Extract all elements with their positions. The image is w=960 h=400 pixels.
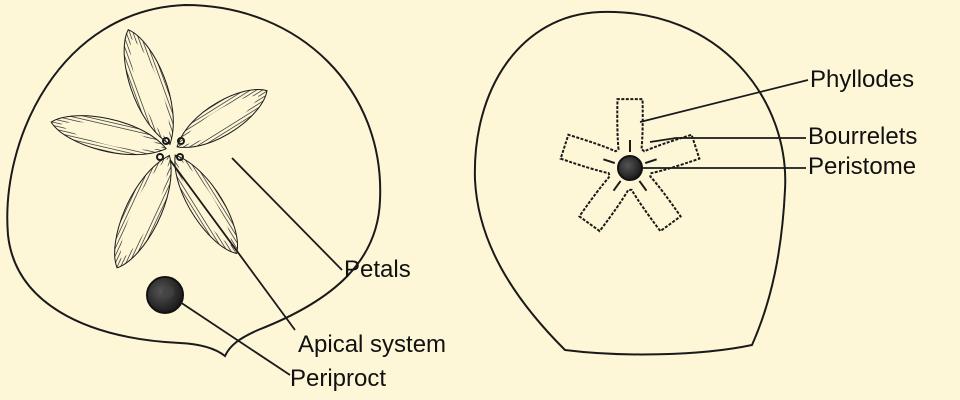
label-periproct: Periproct (290, 365, 386, 392)
label-apical-system: Apical system (298, 331, 446, 358)
peristome (618, 156, 642, 180)
label-bourrelets: Bourrelets (808, 123, 917, 150)
label-petals: Petals (344, 256, 411, 283)
label-peristome: Peristome (808, 153, 916, 180)
label-phyllodes: Phyllodes (810, 66, 914, 93)
periproct (147, 277, 183, 313)
